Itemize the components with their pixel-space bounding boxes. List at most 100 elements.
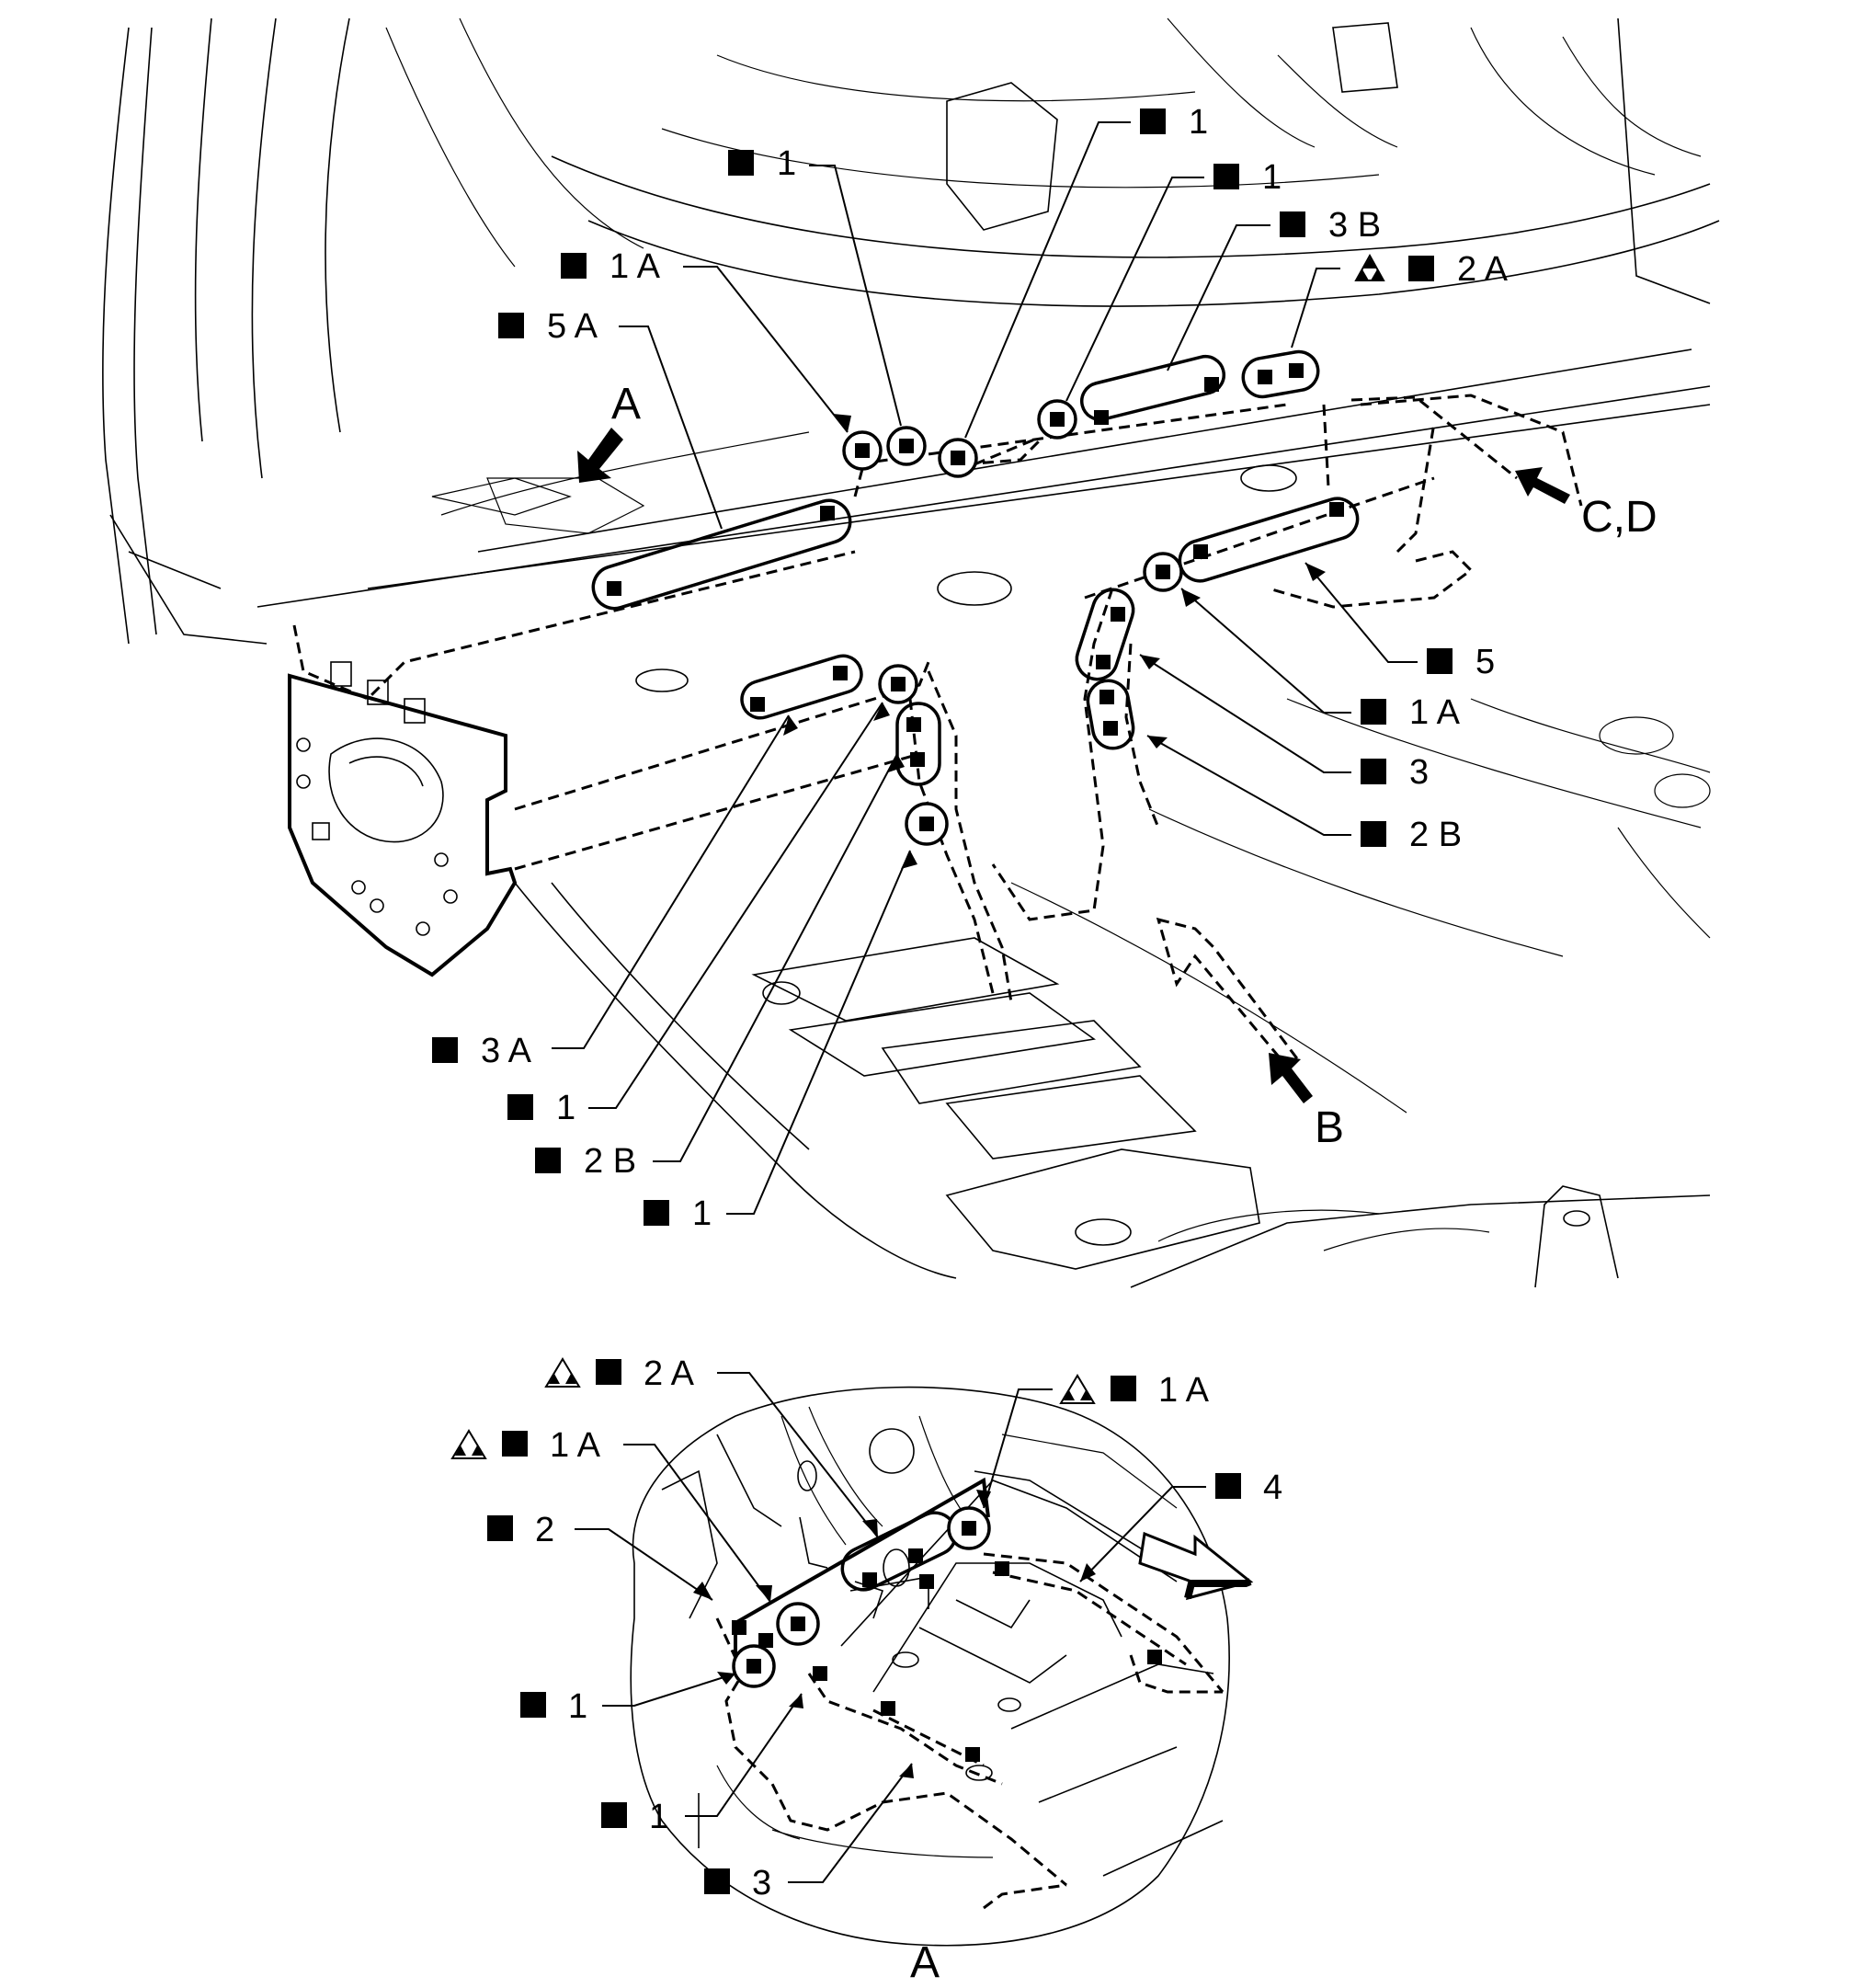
bold-arrow-icon	[1515, 467, 1570, 504]
black-square-icon	[1361, 821, 1386, 847]
view-arrow-cd-label: C,D	[1581, 493, 1658, 542]
black-square-icon	[1147, 1650, 1162, 1664]
callout-3-label: 1	[1262, 158, 1282, 197]
black-square-icon	[487, 1515, 513, 1541]
black-square-icon	[758, 1633, 773, 1648]
black-square-icon	[1258, 370, 1272, 384]
view-arrow-a-label: A	[611, 380, 641, 428]
callout-2-label: 1	[1189, 103, 1208, 142]
black-square-icon	[728, 150, 754, 176]
callout-9-label: 1 A	[1409, 693, 1461, 732]
black-square-icon	[1094, 410, 1109, 425]
black-square-icon	[862, 1572, 877, 1587]
black-square-icon	[507, 1094, 533, 1120]
black-square-icon	[498, 313, 524, 338]
black-square-icon	[746, 1659, 761, 1674]
black-square-icon	[607, 581, 621, 596]
outlined-triangles-icon	[1059, 1374, 1096, 1404]
black-square-icon	[1361, 759, 1386, 784]
callout-12-label: 3 A	[481, 1032, 532, 1070]
black-square-icon	[791, 1617, 805, 1631]
callout-7-label: 5 A	[547, 307, 598, 346]
weld-pill	[1080, 354, 1225, 422]
callout-13-label: 1	[556, 1089, 575, 1127]
black-square-icon	[1361, 699, 1386, 725]
callout-10-label: 3	[1409, 753, 1429, 792]
black-square-icon	[919, 817, 934, 831]
callout-5-label: 1 A	[610, 247, 661, 286]
weld-pill	[895, 702, 941, 786]
callout-6-label: 2 A	[1457, 250, 1509, 289]
black-square-icon	[899, 439, 914, 453]
detail-callout-5-label: 4	[1263, 1468, 1282, 1507]
callout-11-label: 2 B	[1409, 816, 1462, 854]
black-square-icon	[962, 1521, 976, 1536]
black-square-icon	[908, 1548, 923, 1563]
weld-pill	[740, 654, 863, 720]
black-square-icon	[965, 1747, 980, 1762]
black-square-icon	[951, 451, 965, 465]
black-square-icon	[732, 1620, 746, 1635]
black-square-icon	[1193, 544, 1208, 559]
outlined-triangles-icon	[450, 1429, 487, 1459]
black-square-icon	[995, 1561, 1009, 1576]
black-square-icon	[432, 1037, 458, 1063]
black-square-icon	[906, 717, 921, 732]
black-square-icon	[502, 1431, 528, 1457]
main-view-arrows: A C,D B	[577, 380, 1658, 1152]
black-square-icon	[1427, 648, 1453, 674]
callout-8-label: 5	[1475, 643, 1495, 681]
black-square-icon	[919, 1574, 934, 1589]
view-arrow-b-label: B	[1315, 1103, 1344, 1152]
black-square-icon	[1050, 412, 1065, 427]
detail-view-a	[630, 1386, 1254, 1947]
black-square-icon	[881, 1701, 895, 1716]
detail-callout-1-label: 2 A	[644, 1354, 695, 1393]
detail-callout-4-label: 2	[535, 1511, 554, 1549]
weld-pill	[591, 498, 852, 611]
main-view-callouts: 1 1 1 3 B 1 A 2 A 5 A 5	[432, 103, 1509, 1233]
black-square-icon	[820, 506, 835, 520]
detail-callout-2-label: 1 A	[550, 1426, 601, 1465]
black-square-icon	[1280, 211, 1305, 237]
bold-arrow-icon	[1269, 1053, 1313, 1103]
black-square-icon	[1289, 363, 1304, 378]
black-square-icon	[596, 1359, 621, 1385]
weld-pill	[1075, 588, 1135, 681]
black-square-icon	[535, 1148, 561, 1173]
black-square-icon	[1329, 502, 1344, 517]
black-square-icon	[1156, 565, 1170, 579]
detail-circle	[630, 1386, 1230, 1947]
black-square-icon	[601, 1802, 627, 1828]
detail-view-title: A	[910, 1938, 940, 1987]
detail-view-callouts: 2 A 1 A 1 A 2 4 1 1	[450, 1354, 1282, 1987]
black-square-icon	[891, 677, 906, 691]
black-square-icon	[1213, 164, 1239, 189]
bold-arrow-icon	[577, 428, 623, 483]
black-square-icon	[644, 1200, 669, 1226]
black-square-icon	[1408, 256, 1434, 281]
detail-callout-8-label: 3	[752, 1864, 771, 1902]
black-square-icon	[1096, 655, 1111, 669]
callout-15-label: 1	[692, 1194, 712, 1233]
black-square-icon	[1099, 690, 1114, 704]
black-square-icon	[855, 443, 870, 458]
callout-1-label: 1	[777, 144, 796, 183]
black-square-icon	[1111, 607, 1125, 622]
black-square-icon	[910, 752, 925, 767]
detail-callout-7-label: 1	[649, 1798, 668, 1836]
outlined-arrow-icon	[1138, 1531, 1254, 1601]
black-square-icon	[1215, 1473, 1241, 1499]
black-square-icon	[704, 1868, 730, 1894]
black-square-icon	[833, 666, 848, 680]
black-square-icon	[520, 1692, 546, 1718]
black-square-icon	[750, 697, 765, 712]
black-square-icon	[1111, 1376, 1136, 1401]
black-square-icon	[1204, 377, 1219, 392]
callout-14-label: 2 B	[584, 1142, 636, 1181]
outlined-triangles-icon	[544, 1357, 581, 1388]
weld-pill	[1241, 349, 1320, 399]
black-square-icon	[1140, 109, 1166, 134]
filled-triangles-icon	[1354, 253, 1385, 281]
